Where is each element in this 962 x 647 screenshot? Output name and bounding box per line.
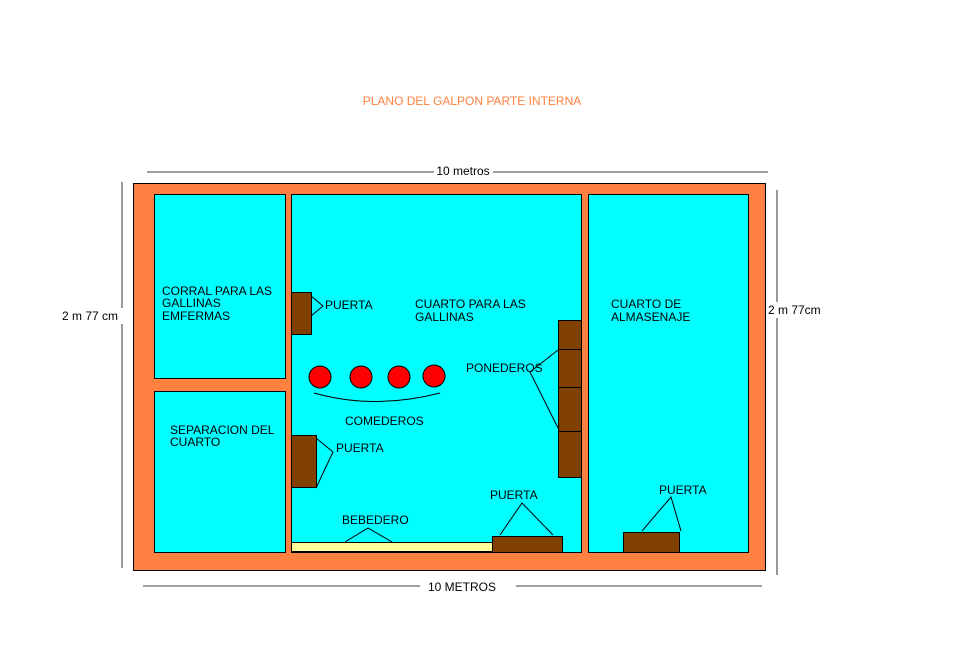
door-bottom-right-label: PUERTA xyxy=(659,483,707,497)
door-upper xyxy=(291,292,312,335)
waterer xyxy=(291,542,493,552)
left-dimension-label: 2 m 77 cm xyxy=(62,309,118,323)
nests-leader xyxy=(529,349,559,429)
door-lower-label: PUERTA xyxy=(336,441,384,455)
nest-box-1 xyxy=(558,320,582,350)
sick-pen-label-line-2: GALLINAS xyxy=(162,296,221,310)
door-lower-leader xyxy=(315,437,334,489)
storage-label-line-1: CUARTO DE xyxy=(611,297,681,311)
door-upper-leader xyxy=(310,295,324,317)
sick-pen-label-line-3: EMFERMAS xyxy=(162,309,230,323)
storage-label-line-2: ALMASENAJE xyxy=(611,310,690,324)
door-lower xyxy=(291,435,317,488)
nests-label: PONEDEROS xyxy=(466,361,543,375)
feeder-4 xyxy=(422,364,446,388)
sick-pen-label: CORRAL PARA LAS GALLINAS EMFERMAS xyxy=(162,284,275,323)
door-bottom-center-leader xyxy=(499,502,554,536)
storage-room xyxy=(588,194,749,553)
door-bottom-center-label: PUERTA xyxy=(490,488,538,502)
hens-room-label-line-1: CUARTO PARA LAS xyxy=(415,297,526,311)
waterer-label: BEBEDERO xyxy=(342,513,409,527)
top-dimension-label: 10 metros xyxy=(436,164,489,178)
feeder-3 xyxy=(387,365,411,389)
hens-room-label-line-2: GALLINAS xyxy=(415,310,474,324)
bottom-dimension-label: 10 METROS xyxy=(428,580,496,594)
separation-label-line-1: SEPARACION DEL xyxy=(170,423,275,437)
door-bottom-right-leader xyxy=(641,495,682,532)
door-bottom-center xyxy=(492,536,563,553)
nest-box-3 xyxy=(558,387,582,432)
sick-pen-label-line-1: CORRAL PARA LAS xyxy=(162,284,272,298)
feeders-label: COMEDEROS xyxy=(345,414,424,428)
separation-label-line-2: CUARTO xyxy=(170,435,220,449)
door-upper-label: PUERTA xyxy=(325,298,373,312)
right-dimension-label: 2 m 77cm xyxy=(768,303,821,317)
plan-title: PLANO DEL GALPON PARTE INTERNA xyxy=(363,94,582,108)
sick-hens-pen xyxy=(154,194,286,379)
storage-label: CUARTO DE ALMASENAJE xyxy=(611,297,690,324)
feeder-1 xyxy=(308,365,332,389)
door-bottom-right xyxy=(623,532,680,553)
feeder-2 xyxy=(349,365,373,389)
separation-label: SEPARACION DEL CUARTO xyxy=(170,423,277,449)
feeders-bracket xyxy=(313,392,441,402)
hens-room-label: CUARTO PARA LAS GALLINAS xyxy=(415,297,529,324)
nest-box-4 xyxy=(558,431,582,478)
waterer-leader xyxy=(344,527,393,543)
separation-room xyxy=(154,391,286,553)
nest-box-2 xyxy=(558,349,582,388)
